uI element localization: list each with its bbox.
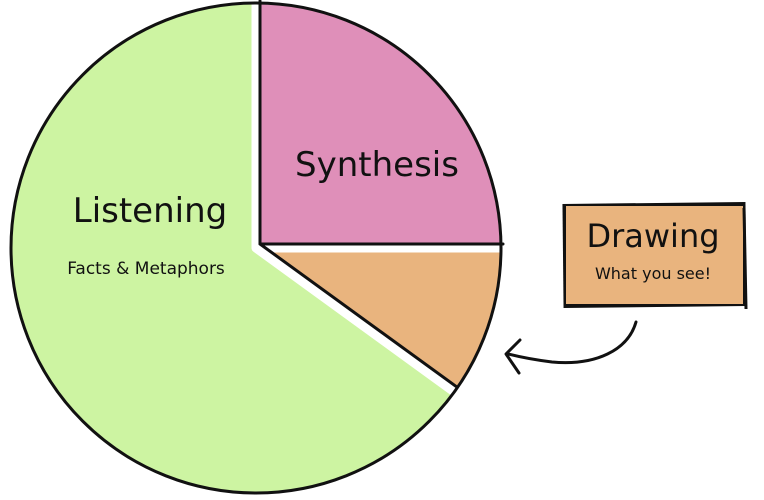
pie-slice-listening xyxy=(10,3,455,493)
pie-slice-synthesis xyxy=(256,3,501,248)
callout-box xyxy=(566,206,743,304)
slice-separator-strokes xyxy=(258,0,505,389)
slice-separators xyxy=(251,0,506,397)
pie-outline xyxy=(9,1,503,495)
slice-sublabel-listening: Facts & Metaphors xyxy=(67,259,225,279)
slice-label-synthesis: Synthesis xyxy=(295,145,459,185)
callout-title: Drawing xyxy=(586,217,719,255)
callout-subtitle: What you see! xyxy=(595,264,711,283)
drawing-callout: Drawing What you see! xyxy=(562,202,748,310)
callout-arrow xyxy=(504,320,638,375)
slice-label-listening: Listening xyxy=(73,191,227,231)
